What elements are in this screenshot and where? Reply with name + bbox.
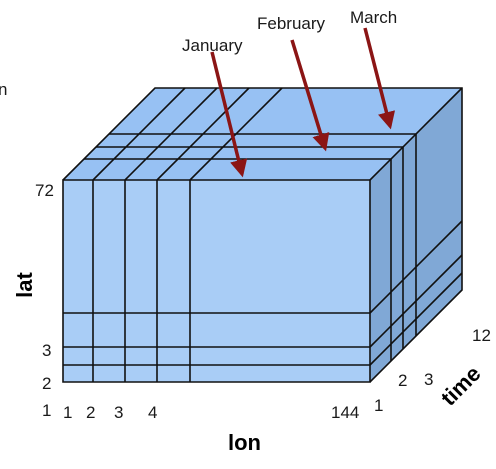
time-tick-2: 2 bbox=[398, 371, 407, 390]
lon-tick-3: 3 bbox=[114, 403, 123, 422]
february-arrow bbox=[290, 39, 330, 152]
month-label-february: February bbox=[257, 14, 326, 33]
lat-axis-title: lat bbox=[12, 271, 37, 297]
cube-outline bbox=[62, 87, 463, 383]
time-tick-12: 12 bbox=[472, 326, 491, 345]
edge-text-fragment: n bbox=[0, 80, 7, 99]
time-tick-3: 3 bbox=[424, 370, 433, 389]
cube-front-face bbox=[63, 180, 370, 382]
lon-axis-title: lon bbox=[228, 430, 261, 455]
march-arrow bbox=[363, 27, 396, 130]
month-arrows bbox=[210, 27, 396, 178]
time-tick-1: 1 bbox=[374, 396, 383, 415]
lat-tick-2: 2 bbox=[42, 374, 51, 393]
lat-tick-72: 72 bbox=[35, 181, 54, 200]
month-label-january: January bbox=[182, 36, 243, 55]
lon-tick-144: 144 bbox=[331, 403, 359, 422]
time-axis-title: time bbox=[436, 361, 486, 411]
side-face-grid bbox=[369, 134, 463, 366]
lon-tick-2: 2 bbox=[86, 403, 95, 422]
month-label-march: March bbox=[350, 8, 397, 27]
lon-tick-1: 1 bbox=[63, 403, 72, 422]
top-face-grid bbox=[84, 87, 416, 181]
front-face-grid bbox=[63, 180, 370, 382]
lon-tick-4: 4 bbox=[148, 403, 157, 422]
lat-tick-3: 3 bbox=[42, 341, 51, 360]
lat-tick-1: 1 bbox=[42, 401, 51, 420]
january-arrow bbox=[210, 51, 248, 178]
